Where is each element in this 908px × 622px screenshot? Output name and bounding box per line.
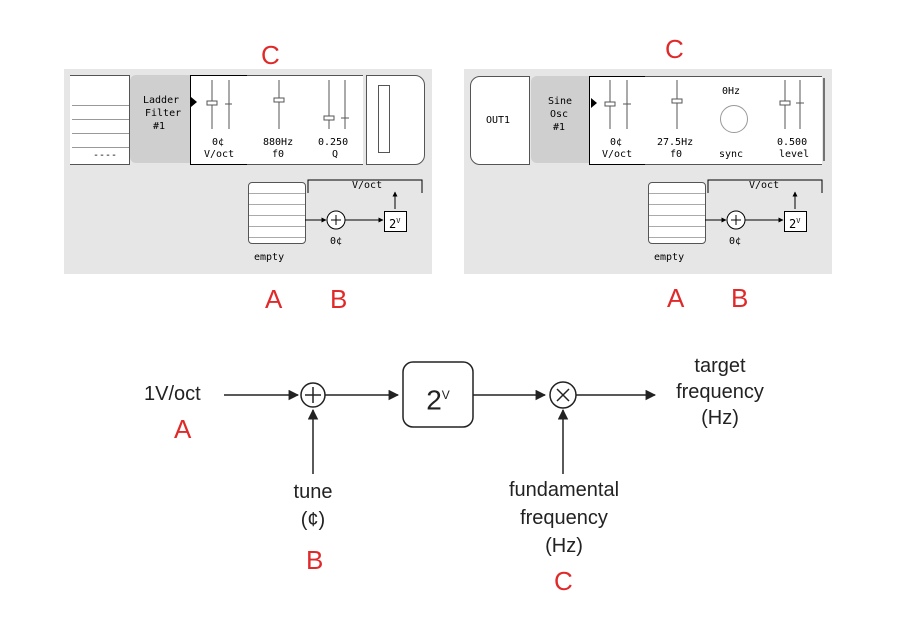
left-q-knob (323, 115, 335, 121)
right-voct-value: 0¢ (610, 137, 623, 148)
left-routing (305, 179, 423, 230)
right-level-label: level (779, 149, 810, 160)
left-module-name-2: Filter (145, 108, 182, 119)
right-f0-value: 27.5Hz (657, 137, 694, 148)
left-voct-knob (206, 100, 218, 106)
left-level-module[interactable] (366, 75, 425, 165)
right-letter-a: A (667, 283, 685, 313)
left-empty-module[interactable] (248, 182, 306, 244)
diagram-exp-label: 2V (426, 384, 450, 416)
right-f0-label: f0 (670, 149, 683, 160)
right-module-name-3: #1 (553, 122, 566, 133)
diagram-tune-line-2: (¢) (300, 509, 326, 531)
right-exp-box (784, 211, 807, 232)
right-sync-value: 0Hz (722, 86, 741, 97)
left-exp-box (384, 211, 407, 232)
diagram-letter-a: A (174, 414, 192, 444)
left-voct-pointer (191, 97, 197, 107)
right-module-name-1: Sine (548, 96, 573, 107)
right-sum-value: 0¢ (729, 236, 742, 247)
left-module-name-block[interactable] (130, 75, 190, 163)
right-sliders (591, 78, 825, 161)
left-letter-a: A (265, 284, 283, 314)
right-voct-label: V/oct (602, 149, 633, 160)
left-voct-value: 0¢ (212, 137, 225, 148)
diagram-input-label: 1V/oct (144, 383, 201, 405)
diagram-fundamental-line-2: frequency (520, 507, 608, 529)
right-f0-knob (671, 98, 683, 104)
left-sliders (191, 80, 349, 129)
block-diagram-lines (224, 361, 657, 474)
right-module-name-2: Osc (550, 109, 569, 120)
left-f0-value: 880Hz (263, 137, 294, 148)
right-input-bracket (707, 179, 823, 193)
left-voct-label: V/oct (204, 149, 235, 160)
right-routing (705, 179, 823, 230)
diagram-target-line-1: target (694, 355, 746, 377)
left-letter-b: B (330, 284, 348, 314)
diagram-target-line-2: frequency (676, 381, 764, 403)
diagram-letter-b: B (306, 545, 324, 575)
diagram-target-label: target frequency (Hz) (650, 354, 790, 430)
right-letter-b: B (731, 283, 749, 313)
right-sync-indicator[interactable] (720, 105, 748, 133)
left-exp-label: 2V (389, 217, 401, 231)
left-output-lines (72, 92, 129, 148)
left-input-bracket (307, 179, 423, 193)
diagram-target-line-3: (Hz) (701, 407, 739, 429)
diagram-tune-line-1: tune (293, 481, 333, 503)
right-level-value: 0.500 (777, 137, 808, 148)
left-q-label: Q (332, 149, 339, 160)
diagram-fundamental-line-1: fundamental (508, 479, 620, 501)
left-level-meter (378, 85, 390, 153)
right-input-label: V/oct (749, 180, 780, 191)
left-input-label: V/oct (352, 180, 383, 191)
diagram-fundamental-line-3: (Hz) (545, 535, 583, 557)
left-sum-value: 0¢ (330, 236, 343, 247)
right-module-name-block[interactable] (531, 76, 589, 163)
right-level-knob (779, 100, 791, 106)
right-voct-pointer (591, 98, 597, 108)
right-output-label: OUT1 (486, 115, 511, 126)
left-empty-label: empty (254, 252, 285, 263)
left-params-area (247, 75, 363, 165)
right-output-module[interactable] (470, 76, 530, 165)
right-sync-label: sync (719, 149, 744, 160)
right-voct-param[interactable] (589, 76, 646, 165)
left-f0-label: f0 (272, 149, 285, 160)
left-module-name-1: Ladder (143, 95, 180, 106)
diagram-letter-c: C (554, 566, 573, 596)
left-q-value: 0.250 (318, 137, 349, 148)
right-letter-c: C (665, 34, 684, 64)
right-empty-label: empty (654, 252, 685, 263)
diagram-tune-label: tune (¢) (283, 480, 343, 532)
left-letter-c: C (261, 40, 280, 70)
left-voct-param[interactable] (190, 75, 248, 165)
right-empty-module[interactable] (648, 182, 706, 244)
right-exp-label: 2V (789, 217, 801, 231)
diagram-fundamental-label: fundamental frequency (Hz) (484, 478, 644, 558)
left-output-label: ---- (93, 150, 118, 161)
right-voct-knob (604, 101, 616, 107)
left-module-name-3: #1 (153, 121, 166, 132)
left-f0-knob (273, 97, 285, 103)
